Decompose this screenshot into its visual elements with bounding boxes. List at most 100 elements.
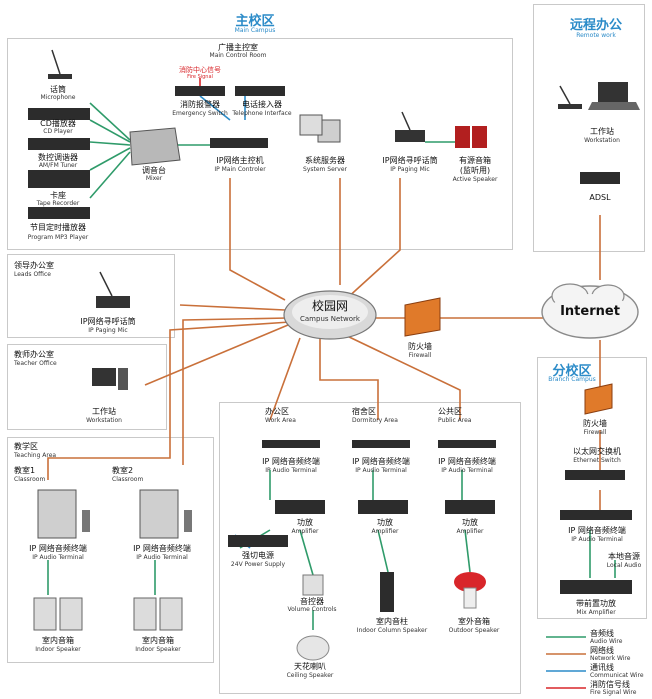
public-amp-device [445, 500, 495, 514]
active-speaker-device [455, 126, 487, 148]
legend-network: 网络线 [590, 646, 614, 655]
work-terminal-label: IP 网络音频终端 [262, 457, 320, 466]
tape-label-en: Tape Recorder [36, 200, 80, 207]
column-speaker-label-en: Indoor Column Speaker [356, 627, 428, 634]
main-campus-title: 主校区 [235, 14, 275, 29]
fire-signal-label-en: Fire Signal [187, 74, 213, 80]
internet-cloud [541, 283, 639, 339]
work-terminal-label-en: IP Audio Terminal [265, 467, 317, 474]
local-audio-label: 本地音源 [608, 552, 640, 561]
outdoor-speaker-device [454, 572, 486, 609]
volume-control-label: 音控器 [300, 597, 324, 606]
emergency-label-en: Emergency Switch [172, 110, 228, 117]
work-amp-label-en: Amplifier [291, 528, 319, 535]
dorm-area-label: 宿舍区 [352, 407, 376, 416]
zone-areas [219, 402, 521, 694]
public-amp-label-en: Amplifier [456, 528, 484, 535]
dorm-amp-label: 功放 [377, 518, 393, 527]
branch-terminal-label: IP 网络音频终端 [568, 526, 626, 535]
public-terminal-device [438, 440, 496, 448]
legend-fire-en: Fire Signal Wire [590, 689, 637, 696]
control-room-label: 广播主控室 [218, 43, 258, 52]
paging-mic-label-en: IP Paging Mic [390, 166, 430, 173]
public-terminal-label: IP 网络音频终端 [438, 457, 496, 466]
tuner-device [28, 138, 90, 150]
column-speaker-device [380, 572, 394, 612]
branch-firewall-label: 防火墙 [583, 419, 607, 428]
volume-control-label-en: Volume Controls [287, 606, 337, 613]
volume-control-device [302, 574, 324, 596]
telephone-label: 电话接入器 [242, 100, 282, 109]
firewall-main-label: 防火墙 [408, 342, 432, 351]
outdoor-speaker-label: 室外音箱 [458, 617, 490, 626]
dorm-terminal-device [352, 440, 410, 448]
branch-switch-device [565, 470, 625, 480]
leads-paging-mic-label: IP网络寻呼话筒 [80, 317, 136, 326]
teaching-area-title: 教学区 [14, 442, 38, 451]
remote-workstation-label: 工作站 [590, 127, 614, 136]
teacher-workstation-device [92, 368, 128, 390]
public-area-label: 公共区 [438, 407, 462, 416]
branch-terminal-device [560, 510, 632, 520]
dorm-amp-device [358, 500, 408, 514]
server-label-en: System Server [303, 166, 347, 173]
dorm-terminal-label-en: IP Audio Terminal [355, 467, 407, 474]
firewall-main-label-en: Firewall [408, 352, 432, 359]
outdoor-speaker-label-en: Outdoor Speaker [448, 627, 500, 634]
classroom2-speakers-device [133, 597, 183, 631]
campus-network-label-en: Campus Network [300, 315, 360, 323]
power-supply-device [228, 535, 288, 547]
classroom1-terminal-label: IP 网络音频终端 [29, 544, 87, 553]
branch-terminal-label-en: IP Audio Terminal [571, 536, 623, 543]
legend-comm: 通讯线 [590, 663, 614, 672]
telephone-device [235, 86, 285, 96]
cd-player-label-en: CD Player [43, 128, 73, 135]
work-amp-label: 功放 [297, 518, 313, 527]
public-terminal-label-en: IP Audio Terminal [441, 467, 493, 474]
mp3-label-en: Program MP3 Player [27, 234, 89, 241]
active-speaker-label: 有源音箱 [459, 156, 491, 165]
leads-paging-mic-device [96, 271, 130, 308]
public-amp-label: 功放 [462, 518, 478, 527]
classroom1-speaker-label-en: Indoor Speaker [35, 646, 81, 653]
dorm-amp-label-en: Amplifier [371, 528, 399, 535]
classroom1-speakers-device [33, 597, 83, 631]
leads-office-title: 领导办公室 [14, 261, 54, 270]
mp3-device [28, 207, 90, 219]
column-speaker-label: 室内音柱 [376, 617, 408, 626]
classroom2-terminal-device [139, 489, 192, 539]
leads-office-subtitle: Leads Office [14, 271, 51, 278]
zone-leads-office [7, 254, 175, 338]
server-device [299, 114, 341, 143]
ip-main-device [210, 138, 268, 148]
tuner-label-en: AM/FM Tuner [38, 162, 78, 169]
public-area-label-en: Public Area [438, 417, 472, 424]
mix-amp-label-en: Mix Amplifier [576, 609, 616, 616]
ceiling-speaker-label: 天花喇叭 [294, 662, 326, 671]
mix-amp-label: 带前置功放 [576, 599, 616, 608]
branch-subtitle: Branch Campus [548, 376, 596, 383]
classroom2-terminal-label: IP 网络音频终端 [133, 544, 191, 553]
classroom2-label-en: Classroom [112, 476, 144, 483]
teacher-office-subtitle: Teacher Office [14, 360, 57, 367]
teaching-area-subtitle: Teaching Area [14, 452, 57, 459]
campus-network-cloud [283, 290, 377, 340]
classroom2-speaker-label-en: Indoor Speaker [135, 646, 181, 653]
ceiling-speaker-label-en: Ceiling Speaker [286, 672, 334, 679]
adsl-device [580, 172, 620, 184]
remote-subtitle: Remote work [576, 32, 616, 39]
cd-player-label: CD播放器 [40, 119, 76, 128]
teacher-office-title: 教师办公室 [14, 350, 54, 359]
zone-remote [533, 4, 645, 252]
dorm-terminal-label: IP 网络音频终端 [352, 457, 410, 466]
work-amp-device [275, 500, 325, 514]
legend-network-en: Network Wire [590, 655, 631, 662]
remote-mic-device [558, 85, 582, 109]
dorm-area-label-en: Dormitory Area [352, 417, 398, 424]
tuner-label: 数控调谐器 [38, 153, 78, 162]
ceiling-speaker-device [296, 635, 330, 661]
remote-workstation-label-en: Workstation [584, 137, 620, 144]
teacher-workstation-label: 工作站 [92, 407, 116, 416]
